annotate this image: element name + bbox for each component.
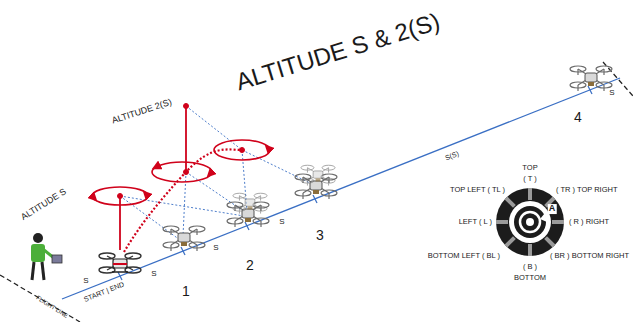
start-drone: [99, 253, 141, 273]
spacing-label: S: [151, 270, 156, 279]
flight-manoeuvre: [92, 104, 270, 253]
callout-number: 4: [574, 110, 582, 125]
direction-label: ( BR ) BOTTOM RIGHT: [550, 252, 629, 260]
direction-label: ( TR ) TOP RIGHT: [556, 186, 618, 194]
pilot-figure: [31, 233, 62, 280]
flight-line-label: FLIGHT LINE: [35, 294, 69, 319]
flight-line: [0, 275, 80, 322]
altitude-label: ALTITUDE S: [20, 187, 69, 223]
drone-4: [570, 66, 612, 91]
drone-2-ghost: [233, 193, 267, 213]
altitude-label: ALTITUDE 2(S): [111, 98, 173, 127]
direction-label: ( B ): [523, 263, 537, 271]
projection-lines: [120, 106, 312, 240]
spacing-label: S: [279, 218, 284, 227]
spacing-label: S: [83, 277, 88, 286]
direction-label: LEFT ( L ): [459, 218, 492, 226]
callout-number: 1: [182, 284, 190, 299]
direction-label: ( T ): [523, 175, 536, 183]
callout-number: 3: [316, 228, 324, 243]
spacing-label: S: [609, 89, 614, 98]
drone-3-ghost: [301, 165, 335, 185]
diagram-title: ALTITUDE S & 2(S): [233, 8, 443, 95]
direction-label: BOTTOM: [514, 274, 546, 282]
dial-letter: A: [548, 204, 557, 214]
direction-label: TOP: [522, 164, 537, 172]
drone-1: [163, 226, 205, 251]
path-ticks: [118, 86, 592, 280]
direction-label: TOP LEFT ( TL ): [450, 186, 505, 194]
flight-path: [62, 78, 620, 299]
direction-dial: [496, 188, 564, 256]
callout-number: 2: [246, 258, 254, 273]
spacing-label: S(S): [444, 150, 460, 162]
direction-label: BOTTOM LEFT ( BL ): [428, 252, 500, 260]
spacing-label: S: [213, 244, 218, 253]
start-end-label: START | END: [83, 280, 125, 303]
end-line: [603, 62, 633, 96]
direction-label: ( R ) RIGHT: [569, 218, 609, 226]
